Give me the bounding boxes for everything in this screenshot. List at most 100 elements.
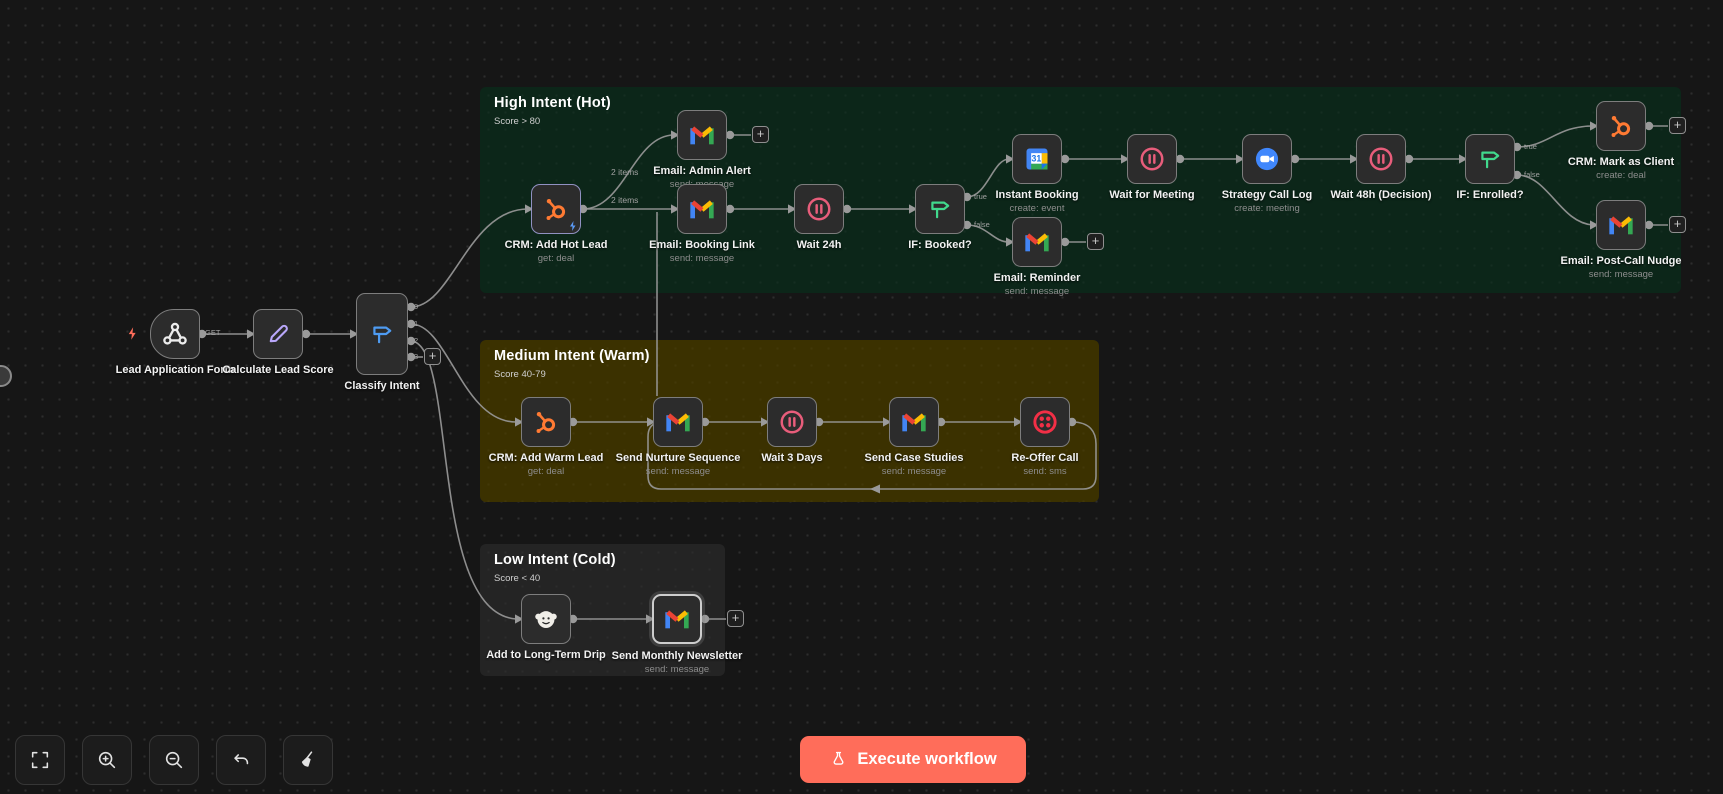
node-label: CRM: Add Hot Lead xyxy=(504,239,608,251)
node-send-monthly-newsletter[interactable]: Send Monthly Newsletter send: message xyxy=(612,594,742,675)
edge-label-output-1: 1 xyxy=(414,319,419,328)
node-instant-booking[interactable]: Instant Booking create: event xyxy=(995,134,1079,214)
gmail-icon xyxy=(1607,211,1635,239)
execute-workflow-label: Execute workflow xyxy=(857,750,997,768)
undo-button[interactable] xyxy=(216,735,266,785)
node-label: Calculate Lead Score xyxy=(222,364,334,376)
execute-workflow-button[interactable]: Execute workflow xyxy=(800,736,1026,783)
signpost-icon xyxy=(926,195,954,223)
lightning-bolt-icon xyxy=(125,326,140,341)
edge-label-items: 2 items xyxy=(611,167,639,177)
add-node-button[interactable]: + xyxy=(752,126,769,143)
hubspot-icon xyxy=(532,408,560,436)
node-email-admin-alert[interactable]: Email: Admin Alert send: message xyxy=(653,110,751,190)
node-subtitle: send: sms xyxy=(1023,466,1067,477)
node-label: Email: Reminder xyxy=(993,272,1081,284)
node-crm-add-warm-lead[interactable]: CRM: Add Warm Lead get: deal xyxy=(489,397,603,477)
hubspot-icon xyxy=(542,195,570,223)
node-strategy-call-log[interactable]: Strategy Call Log create: meeting xyxy=(1222,134,1312,214)
node-email-reminder[interactable]: Email: Reminder send: message xyxy=(994,217,1080,297)
node-label: IF: Booked? xyxy=(908,239,972,251)
node-label: Wait for Meeting xyxy=(1109,189,1195,201)
node-label: Wait 48h (Decision) xyxy=(1330,189,1432,201)
node-subtitle: send: message xyxy=(881,466,947,477)
node-send-nurture-sequence[interactable]: Send Nurture Sequence send: message xyxy=(616,397,740,477)
node-crm-add-hot-lead[interactable]: CRM: Add Hot Lead get: deal xyxy=(505,184,607,264)
add-node-button[interactable]: + xyxy=(1669,216,1686,233)
tidy-up-button[interactable] xyxy=(283,735,333,785)
node-email-booking-link[interactable]: Email: Booking Link send: message xyxy=(649,184,755,264)
add-node-button[interactable]: + xyxy=(1087,233,1104,250)
node-label: Classify Intent xyxy=(344,380,420,392)
signpost-icon xyxy=(1476,145,1504,173)
node-subtitle: get: deal xyxy=(527,466,565,477)
add-node-button[interactable]: + xyxy=(424,348,441,365)
mailchimp-icon xyxy=(532,605,560,633)
node-subtitle: send: message xyxy=(644,664,710,675)
edge-label-output-3: 3 xyxy=(414,352,419,361)
group-score: Score 40-79 xyxy=(494,369,546,380)
offscreen-node[interactable] xyxy=(0,365,12,387)
fit-view-icon xyxy=(31,751,49,769)
node-send-case-studies[interactable]: Send Case Studies send: message xyxy=(864,397,964,477)
node-subtitle: send: message xyxy=(1588,269,1654,280)
hubspot-icon xyxy=(1607,112,1635,140)
zoom-out-button[interactable] xyxy=(149,735,199,785)
pause-circle-icon xyxy=(1138,145,1166,173)
node-lead-application-form[interactable]: Lead Application Form xyxy=(116,309,234,376)
edge-label-get: GET xyxy=(205,328,221,337)
zoom-camera-icon xyxy=(1253,145,1281,173)
signpost-icon xyxy=(368,320,396,348)
edge-label-false: false xyxy=(1524,170,1540,179)
node-crm-mark-as-client[interactable]: CRM: Mark as Client create: deal xyxy=(1568,101,1674,181)
node-if-enrolled[interactable]: IF: Enrolled? xyxy=(1456,134,1524,201)
node-label: Strategy Call Log xyxy=(1221,189,1313,201)
zoom-in-button[interactable] xyxy=(82,735,132,785)
node-email-post-call-nudge[interactable]: Email: Post-Call Nudge send: message xyxy=(1560,200,1682,280)
group-title: High Intent (Hot) xyxy=(494,95,611,111)
gmail-icon xyxy=(1023,228,1051,256)
webhook-icon xyxy=(161,320,189,348)
pencil-icon xyxy=(264,320,292,348)
node-if-booked[interactable]: IF: Booked? xyxy=(908,184,972,251)
node-wait-48h-decision[interactable]: Wait 48h (Decision) xyxy=(1330,134,1432,201)
node-wait-for-meeting[interactable]: Wait for Meeting xyxy=(1109,134,1195,201)
pause-circle-icon xyxy=(778,408,806,436)
node-subtitle: send: message xyxy=(669,253,735,264)
tidy-up-icon xyxy=(301,751,313,767)
node-label: Send Monthly Newsletter xyxy=(611,650,743,662)
edge-label-output-0: 0 xyxy=(414,302,419,311)
node-label: Wait 3 Days xyxy=(761,452,823,464)
node-label: Email: Booking Link xyxy=(649,239,755,251)
node-re-offer-call[interactable]: Re-Offer Call send: sms xyxy=(1011,397,1079,477)
gmail-icon xyxy=(663,605,691,633)
node-wait-24h[interactable]: Wait 24h xyxy=(794,184,844,251)
node-label: Add to Long-Term Drip xyxy=(486,649,606,661)
zoom-out-icon xyxy=(165,751,183,769)
bolt-badge-icon xyxy=(567,220,579,232)
node-classify-intent[interactable]: Classify Intent xyxy=(344,293,420,392)
zoom-in-icon xyxy=(98,751,116,769)
node-label: Re-Offer Call xyxy=(1011,452,1079,464)
node-subtitle: send: message xyxy=(645,466,711,477)
node-subtitle: send: message xyxy=(1004,286,1070,297)
node-label: Send Case Studies xyxy=(864,452,964,464)
node-subtitle: create: deal xyxy=(1596,170,1646,181)
edge-label-output-2: 2 xyxy=(414,336,419,345)
node-label: Lead Application Form xyxy=(115,364,235,376)
node-label: Send Nurture Sequence xyxy=(615,452,741,464)
add-node-button[interactable]: + xyxy=(727,610,744,627)
fit-view-button[interactable] xyxy=(15,735,65,785)
node-add-to-long-term-drip[interactable]: Add to Long-Term Drip xyxy=(486,594,606,661)
add-node-button[interactable]: + xyxy=(1669,117,1686,134)
node-label: Instant Booking xyxy=(995,189,1079,201)
node-wait-3-days[interactable]: Wait 3 Days xyxy=(761,397,823,464)
google-calendar-icon xyxy=(1023,145,1051,173)
node-label: IF: Enrolled? xyxy=(1456,189,1524,201)
undo-icon xyxy=(234,754,249,765)
pause-circle-icon xyxy=(805,195,833,223)
node-subtitle: create: meeting xyxy=(1234,203,1300,214)
node-calculate-lead-score[interactable]: Calculate Lead Score xyxy=(222,309,334,376)
edge-label-true: true xyxy=(974,192,987,201)
